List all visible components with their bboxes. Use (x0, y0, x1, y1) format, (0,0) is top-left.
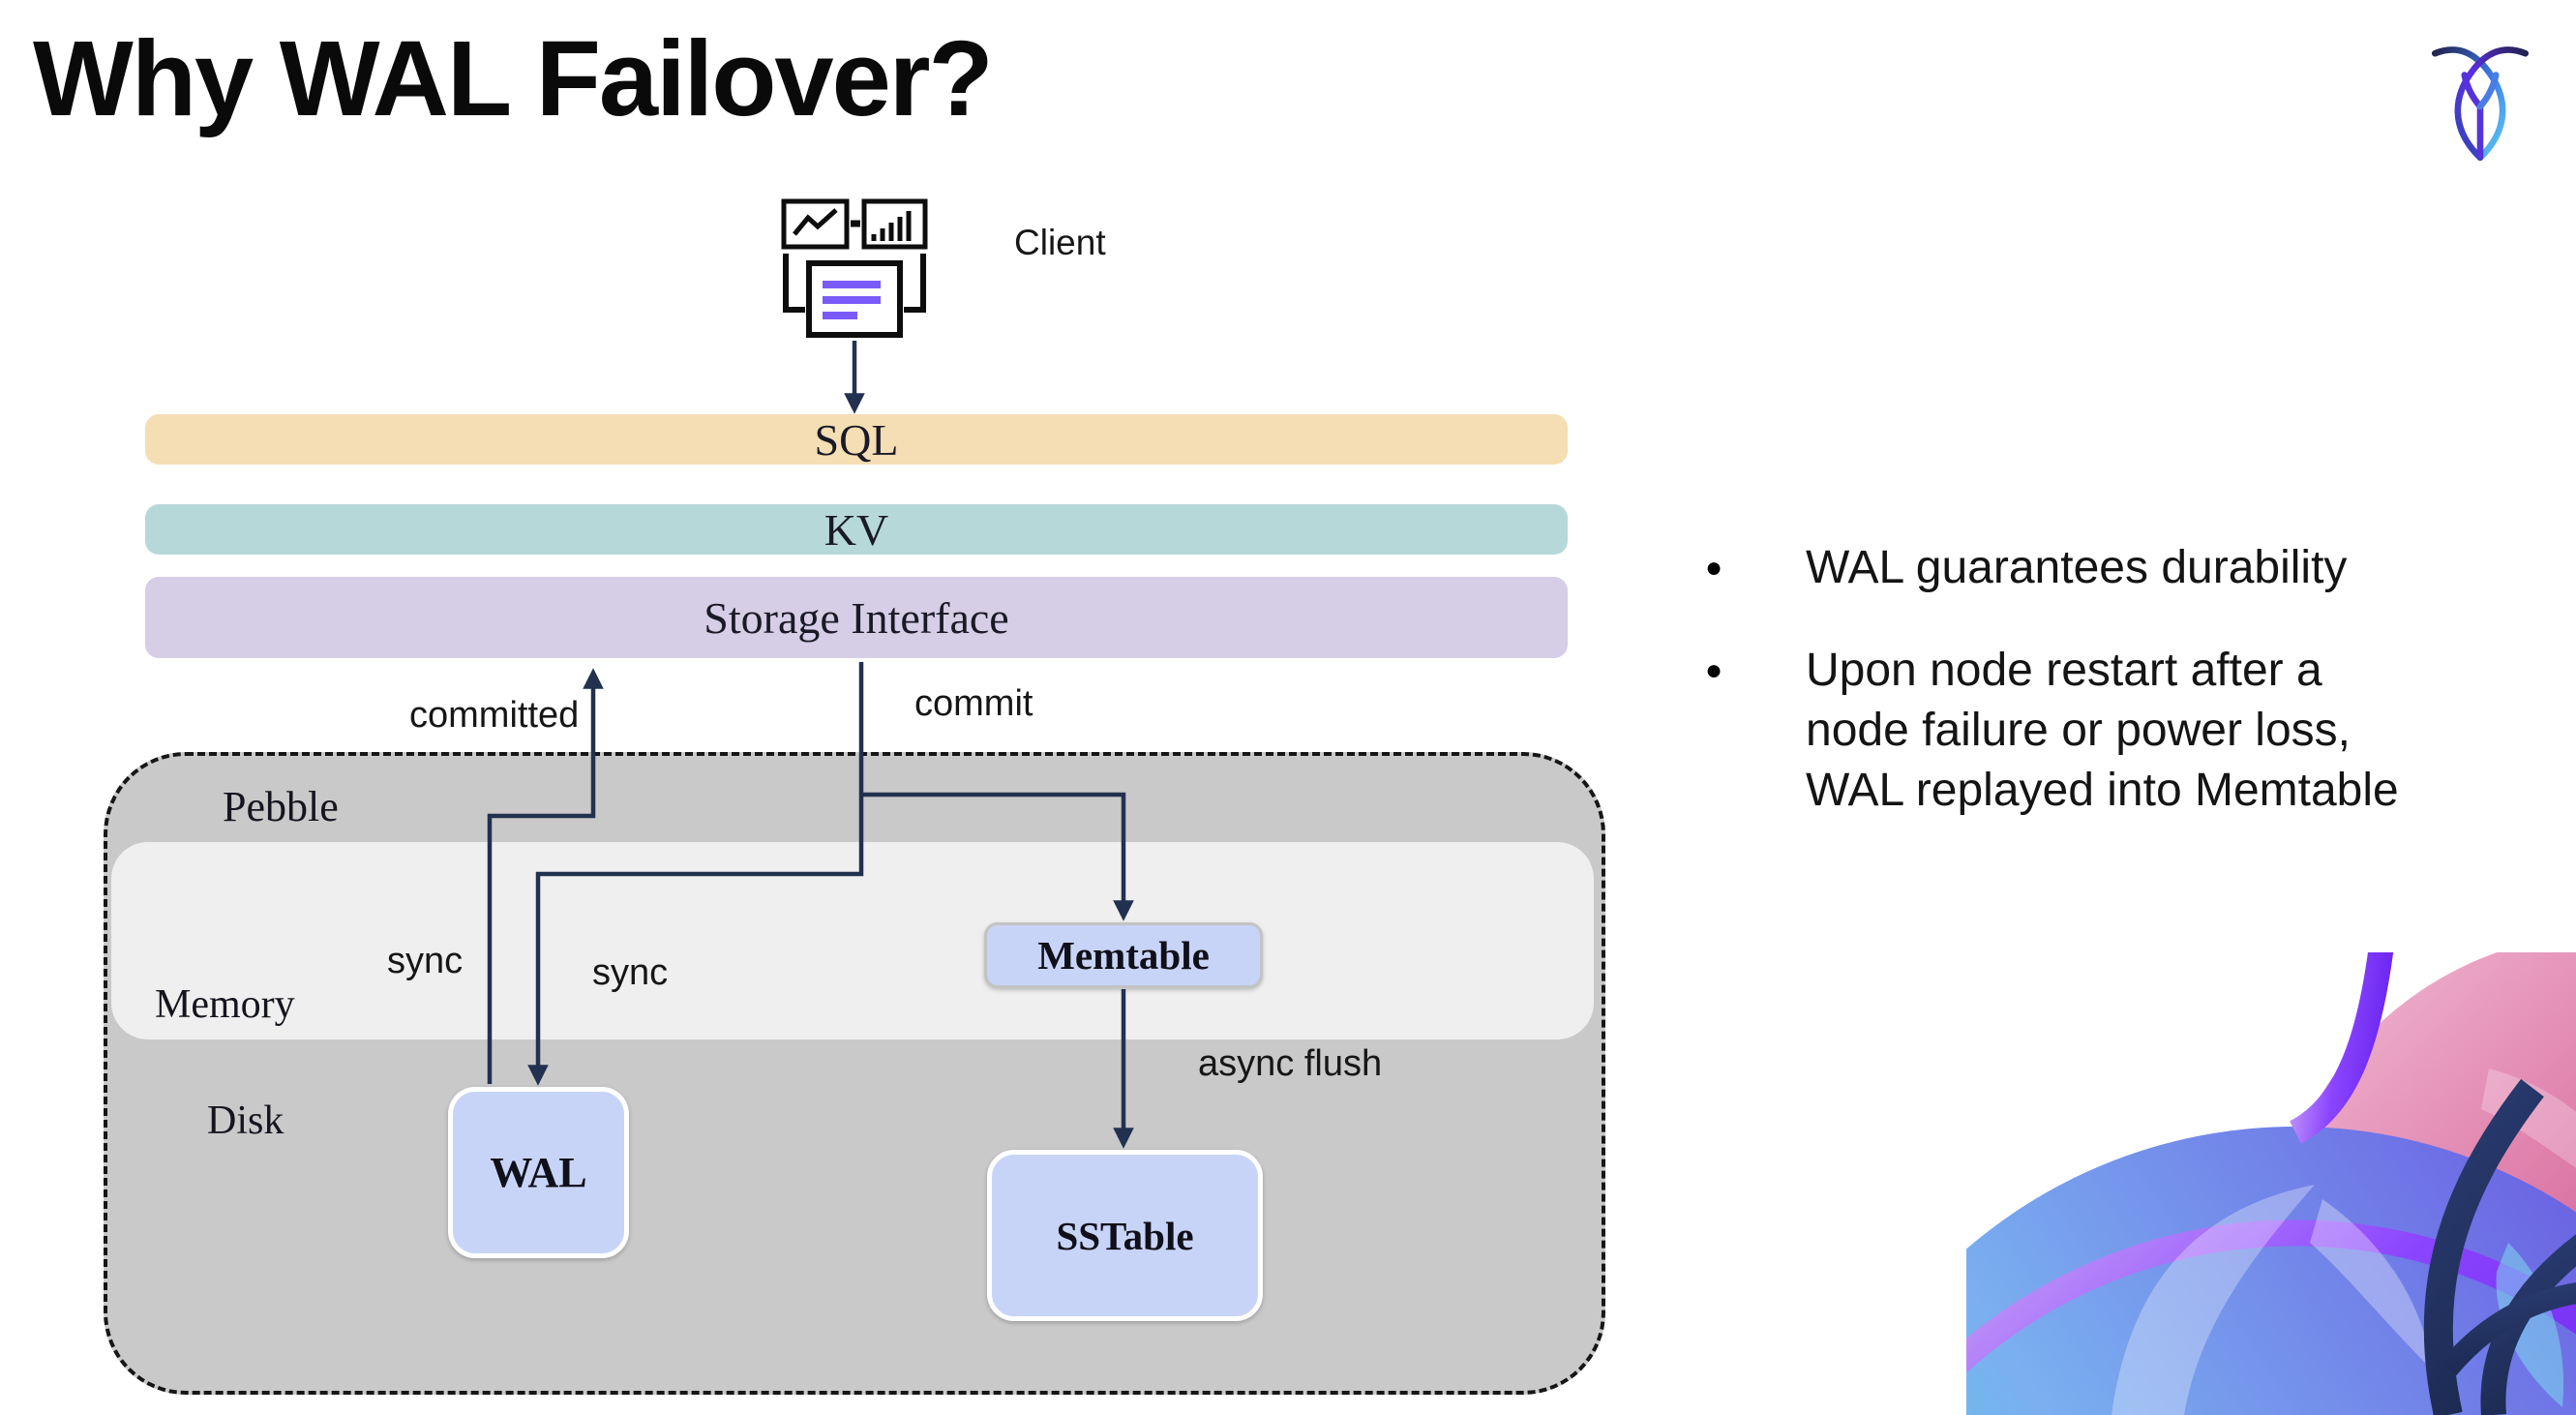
wal-node: WAL (448, 1087, 629, 1258)
wal-node-label: WAL (490, 1149, 587, 1196)
bracket-left (783, 254, 805, 313)
document-text-lines (823, 281, 881, 319)
bullet-dot: ● (1705, 552, 1723, 584)
memory-band (111, 842, 1594, 1039)
client-icon (781, 198, 928, 338)
bracket-right (904, 254, 926, 313)
edge-label-sync-left: sync (387, 941, 464, 981)
layer-bar-storage-interface: Storage Interface (145, 577, 1568, 658)
edge-label-sync-right: sync (592, 952, 669, 993)
cockroachdb-mark-icon (2431, 46, 2530, 162)
edge-label-committed: committed (409, 695, 580, 736)
page-title: Why WAL Failover? (33, 19, 994, 138)
layer-kv-label: KV (824, 504, 889, 555)
sstable-node-label: SSTable (1056, 1213, 1194, 1258)
bullet-text: WAL guarantees durability (1806, 542, 2348, 593)
edge-label-commit: commit (914, 683, 1033, 724)
line-chart-icon (781, 198, 850, 250)
layer-storage-interface-label: Storage Interface (704, 592, 1009, 643)
bullet-list: ● WAL guarantees durability ● Upon node … (1705, 538, 2441, 821)
memtable-node: Memtable (984, 922, 1263, 988)
sstable-node: SSTable (987, 1150, 1263, 1321)
disk-label: Disk (207, 1099, 285, 1143)
client-label: Client (1014, 223, 1106, 262)
memtable-node-label: Memtable (1037, 933, 1210, 978)
bullet-text: Upon node restart after a node failure o… (1806, 645, 2399, 816)
bullet-item: ● WAL guarantees durability (1705, 538, 2441, 598)
bullet-item: ● Upon node restart after a node failure… (1705, 641, 2441, 821)
cockroachdb-corner-art (1966, 952, 2576, 1415)
bullet-dot: ● (1705, 654, 1723, 686)
layer-bar-sql: SQL (145, 414, 1568, 465)
pebble-label: Pebble (223, 783, 339, 830)
layer-bar-kv: KV (145, 504, 1568, 555)
memory-label: Memory (155, 982, 295, 1027)
layer-sql-label: SQL (814, 414, 899, 465)
edge-label-async-flush: async flush (1198, 1043, 1383, 1084)
